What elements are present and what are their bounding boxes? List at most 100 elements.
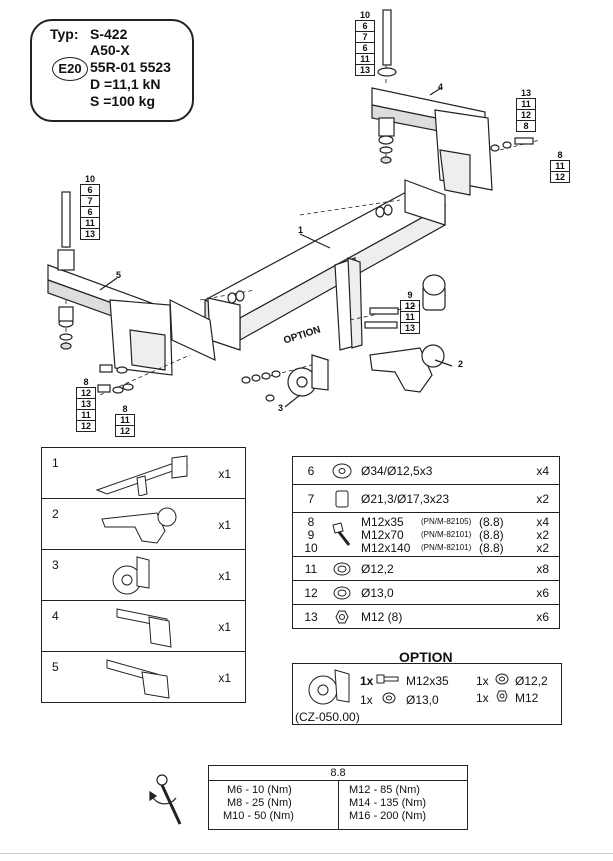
stack-left: 10 6 7 6 11 13 (80, 174, 100, 240)
washer-icon (333, 562, 351, 576)
part-number: 4 (52, 609, 59, 623)
hw-row-bolts: 8 9 10 M12x35 (PN/M-82105) (8.8) x4 M12x… (292, 512, 560, 556)
stack-item: 6 (355, 20, 375, 32)
part-number: 3 (52, 558, 59, 572)
hw-number: 10 (304, 541, 318, 555)
exploded-diagram (47, 9, 541, 408)
e-mark: E20 (52, 57, 88, 81)
torque-table: 8.8 M6 - 10 (Nm) M8 - 25 (Nm) M10 - 50 (… (208, 765, 468, 830)
callout-part-4: 4 (438, 82, 444, 92)
part-number: 5 (52, 660, 59, 674)
page-divider (0, 853, 613, 854)
option-desc: Ø12,2 (515, 674, 548, 688)
stack-item: 11 (76, 410, 96, 421)
socket-plate-part-icon (112, 556, 150, 595)
spacer-tube-icon (335, 490, 349, 508)
stack-item: 13 (400, 323, 420, 334)
part-row-5: 5 x1 (41, 651, 246, 703)
hw-desc: Ø12,2 (361, 562, 394, 576)
hw-number: 11 (304, 562, 318, 576)
stack-item: 13 (76, 399, 96, 410)
stack-head: 8 (83, 377, 89, 387)
stack-item: 11 (355, 54, 375, 65)
hw-qty: x8 (536, 562, 549, 576)
hw-desc: M12 (8) (361, 610, 403, 624)
stack-item: 6 (80, 207, 100, 218)
washer-icon (495, 673, 509, 685)
stack-item: 12 (400, 300, 420, 312)
option-qty: 1x (360, 693, 373, 707)
stack-item: 6 (80, 184, 100, 196)
stack-item: 11 (400, 312, 420, 323)
stack-head: 10 (84, 174, 95, 184)
hw-desc: Ø13,0 (361, 586, 394, 600)
option-desc: M12x35 (406, 674, 449, 688)
approval-number: 55R-01 5523 (90, 59, 171, 75)
part-number: 2 (52, 507, 59, 521)
part-qty: x1 (218, 671, 231, 685)
hw-number: 6 (307, 464, 315, 478)
socket-plate-icon (308, 669, 350, 705)
torque-value: M16 - 200 (Nm) (349, 810, 427, 822)
nut-icon (335, 610, 349, 624)
towball-part-icon (101, 507, 177, 544)
callout-part-3: 3 (278, 403, 284, 413)
part-qty: x1 (218, 518, 231, 532)
callout-part-5: 5 (116, 270, 122, 280)
option-qty: 1x (476, 691, 489, 705)
stack-item: 12 (76, 421, 96, 432)
hw-ref: (PN/M-82101) (421, 530, 472, 539)
part-row-1: 1 x1 (41, 447, 246, 498)
crossbar-part-icon (95, 455, 189, 496)
hw-qty: x4 (536, 464, 549, 478)
hw-desc: M12x35 (361, 515, 404, 529)
part-row-3: 3 x1 (41, 549, 246, 600)
callout-part-2: 2 (458, 359, 464, 369)
part-row-4: 4 x1 (41, 600, 246, 651)
part-qty: x1 (218, 620, 231, 634)
torque-value: M8 - 25 (Nm) (227, 797, 292, 809)
torque-wrench-icon (149, 774, 182, 825)
stack-item: 7 (355, 32, 375, 43)
hw-row-7: 7 Ø21,3/Ø17,3x23 x2 (292, 484, 560, 512)
hw-desc: M12x140 (361, 541, 411, 555)
stack-item: 7 (80, 196, 100, 207)
stack-head: 8 (122, 404, 128, 414)
hw-ref: (PN/M-82101) (421, 543, 472, 552)
right-bracket-part-icon (116, 608, 172, 648)
parts-table: 1 x1 2 x1 3 x1 4 x1 5 x1 (41, 447, 246, 703)
hw-row-13: 13 M12 (8) x6 (292, 604, 560, 629)
stack-item: 11 (80, 218, 100, 229)
hw-qty: x4 (536, 515, 549, 529)
hw-qty: x2 (536, 541, 549, 555)
stack-head: 9 (407, 290, 413, 300)
option-code: (CZ-050.00) (295, 710, 360, 724)
stack-item: 12 (115, 426, 135, 437)
stack-item: 8 (516, 121, 536, 132)
hw-qty: x2 (536, 528, 549, 542)
stack-item: 12 (516, 110, 536, 121)
washer-icon (382, 692, 396, 704)
washer-icon (333, 586, 351, 600)
stack-item: 11 (550, 160, 570, 172)
bolt-icon (332, 522, 351, 546)
option-qty: 1x (476, 674, 489, 688)
hw-qty: x6 (536, 610, 549, 624)
torque-grade: 8.8 (209, 766, 467, 781)
part-qty: x1 (218, 467, 231, 481)
hw-desc: Ø34/Ø12,5x3 (361, 464, 433, 478)
washer-icon (332, 463, 352, 479)
hw-row-6: 6 Ø34/Ø12,5x3 x4 (292, 456, 560, 484)
stack-item: 12 (76, 387, 96, 399)
stack-top: 10 6 7 6 11 13 (355, 10, 375, 76)
hw-grade: (8.8) (479, 541, 504, 555)
hw-grade: (8.8) (479, 515, 504, 529)
stack-item: 11 (516, 98, 536, 110)
stack-item: 6 (355, 43, 375, 54)
hw-qty: x2 (536, 492, 549, 506)
option-desc: Ø13,0 (406, 693, 439, 707)
stack-item: 12 (550, 172, 570, 183)
model-value: A50-X (90, 42, 130, 58)
hw-number: 9 (307, 528, 315, 542)
stack-bottom-left-a: 8 12 13 11 12 (76, 377, 96, 432)
